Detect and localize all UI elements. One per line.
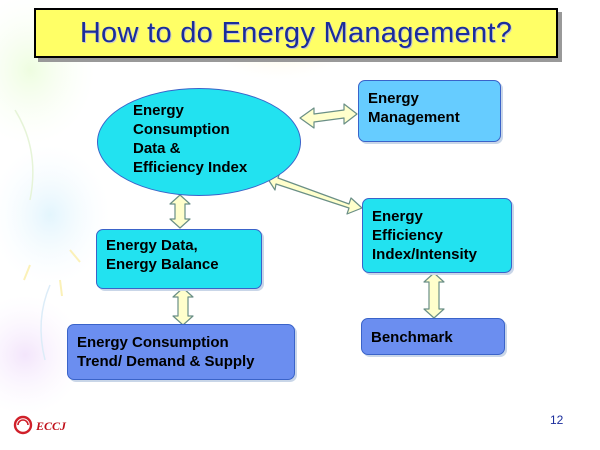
node-energy-management: Energy Management bbox=[358, 80, 501, 142]
page-number: 12 bbox=[550, 413, 563, 427]
node-energy-data-balance: Energy Data, Energy Balance bbox=[96, 229, 262, 289]
node-energy-data-balance-label: Energy Data, Energy Balance bbox=[106, 236, 219, 274]
slide-title: How to do Energy Management? bbox=[80, 17, 512, 50]
eccj-logo: ECCJ bbox=[12, 412, 82, 438]
node-consumption-data-label: Energy Consumption Data & Efficiency Ind… bbox=[133, 101, 247, 177]
node-benchmark-label: Benchmark bbox=[371, 328, 453, 347]
node-energy-efficiency-label: Energy Efficiency Index/Intensity bbox=[372, 207, 477, 264]
node-benchmark: Benchmark bbox=[361, 318, 505, 355]
eccj-logo-text: ECCJ bbox=[35, 419, 67, 433]
node-energy-efficiency: Energy Efficiency Index/Intensity bbox=[362, 198, 512, 273]
node-consumption-trend-label: Energy Consumption Trend/ Demand & Suppl… bbox=[77, 333, 255, 371]
node-energy-management-label: Energy Management bbox=[368, 89, 460, 127]
title-banner: How to do Energy Management? bbox=[34, 8, 558, 58]
node-consumption-trend: Energy Consumption Trend/ Demand & Suppl… bbox=[67, 324, 295, 380]
